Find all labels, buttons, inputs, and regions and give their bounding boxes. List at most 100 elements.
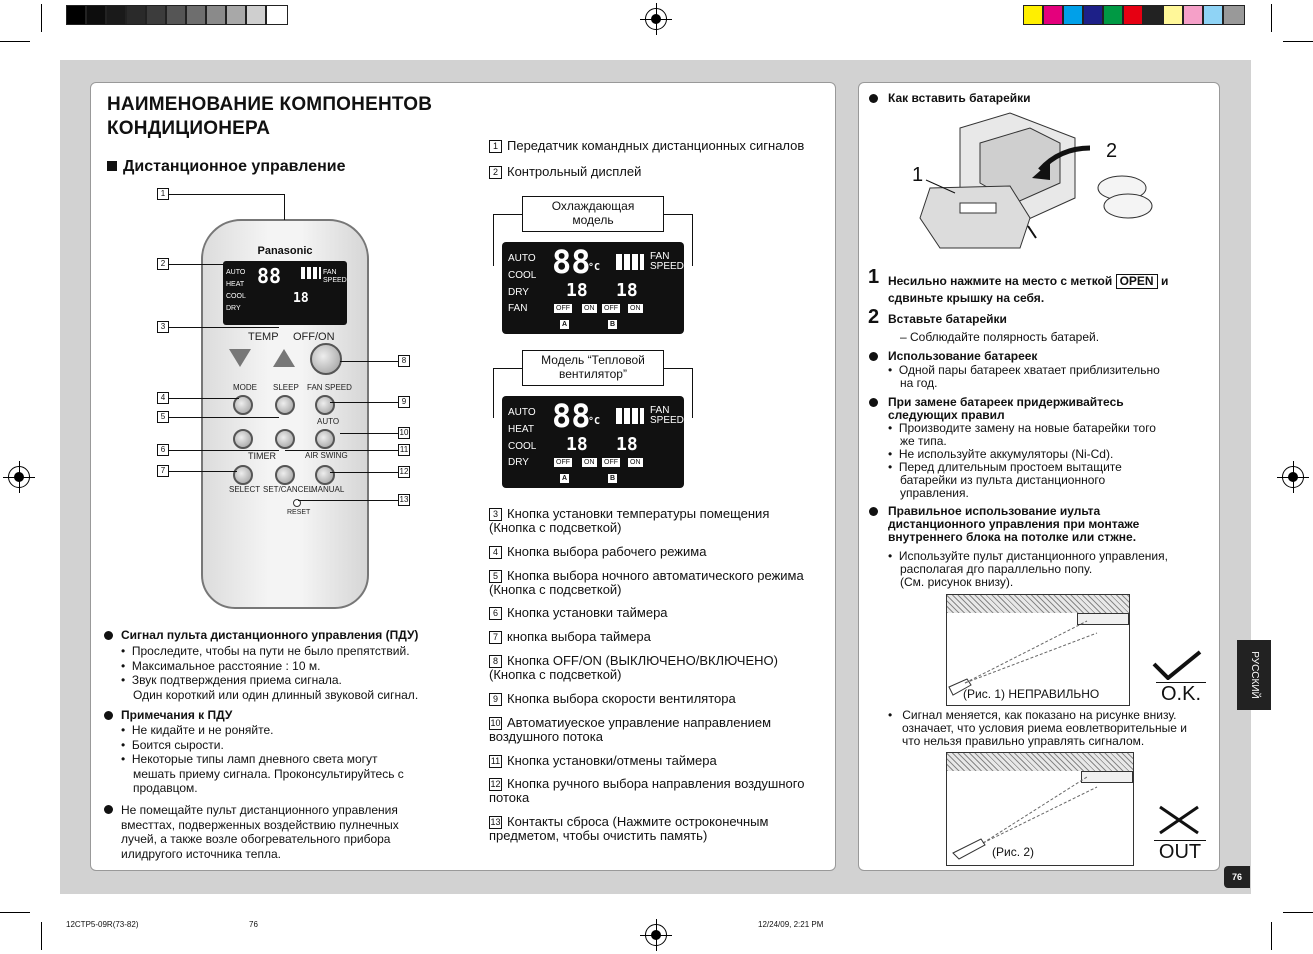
- reset-hole[interactable]: [293, 499, 301, 507]
- bullet-icon: [104, 805, 113, 814]
- bullet-icon: [869, 352, 878, 361]
- bracket-line: [493, 368, 522, 369]
- lcd-digits: 18: [616, 434, 638, 455]
- lcd-off-label: OFF: [554, 458, 572, 467]
- leader-line: [330, 402, 398, 403]
- sleep-label: SLEEP: [273, 383, 299, 392]
- bullet-icon: [869, 507, 878, 516]
- lcd-a-label: A: [560, 320, 570, 329]
- reset-label: RESET: [287, 509, 311, 516]
- lcd-mode-label: DRY: [226, 305, 241, 312]
- registration-mark: [640, 3, 672, 35]
- callout-3: 3: [157, 321, 169, 333]
- temp-up-button[interactable]: [273, 349, 295, 367]
- setcancel-button[interactable]: [275, 465, 295, 485]
- signal-item: Один короткий или один длинный звуковой …: [133, 687, 419, 702]
- callout-8: 8: [398, 355, 410, 367]
- lcd-mode-label: COOL: [226, 293, 246, 300]
- fanspeed-label: FAN SPEED: [307, 383, 352, 392]
- notes-item: • Не кидайте и не роняйте.: [121, 723, 274, 737]
- ceiling-hatch: [947, 753, 1133, 771]
- offon-button[interactable]: [310, 343, 342, 375]
- bracket-line: [664, 214, 692, 215]
- page-number-tab: 76: [1224, 866, 1250, 888]
- page-title-line: НАИМЕНОВАНИЕ КОМПОНЕНТОВ: [107, 94, 433, 115]
- lcd-mode-label: AUTO: [226, 269, 246, 276]
- lcd-digits: 18: [566, 434, 588, 455]
- figure-2: (Рис. 2): [946, 752, 1134, 866]
- lcd-digits: 18: [566, 280, 588, 301]
- registration-mark: [1277, 461, 1309, 493]
- manual-button[interactable]: [315, 465, 335, 485]
- leader-line: [169, 398, 239, 399]
- leader-line: [340, 433, 398, 434]
- leader-line: [169, 450, 279, 451]
- lcd-mode-label: DRY: [508, 457, 529, 468]
- page-title: НАИМЕНОВАНИЕ КОМПОНЕНТОВ КОНДИЦИОНЕРА: [107, 93, 432, 141]
- auto-button[interactable]: [315, 429, 335, 449]
- temp-label: TEMP: [248, 331, 279, 343]
- figure-label-2: 2: [1106, 140, 1118, 162]
- registration-mark: [640, 919, 672, 951]
- signal-item: • Максимальное расстояние : 10 м.: [121, 658, 321, 673]
- warning-text: Не помещайте пульт дистанционного управл…: [121, 803, 399, 861]
- notes-item: мешать приему сигнала. Проконсультируйте…: [133, 766, 404, 781]
- out-label: OUT: [1154, 840, 1206, 863]
- page-title-line: КОНДИЦИОНЕРА: [107, 118, 271, 139]
- crop-mark: [1271, 4, 1272, 32]
- ceiling-hatch: [947, 595, 1129, 613]
- lcd-a-label: A: [560, 474, 570, 483]
- lcd-temp-digits: 88: [257, 264, 282, 288]
- brand-logo: Panasonic: [257, 245, 313, 257]
- celsius-icon: °C: [588, 262, 601, 273]
- language-tab: РУССКИЙ: [1237, 640, 1271, 710]
- registration-mark: [3, 461, 35, 493]
- bullet-icon: [869, 398, 878, 407]
- fanspeed-button[interactable]: [315, 395, 335, 415]
- replace-list: • Производите замену на новые батарейки …: [888, 421, 1156, 500]
- select-button[interactable]: [233, 465, 253, 485]
- use-title: Использование батареек: [888, 349, 1038, 363]
- callout-10: 10: [398, 427, 410, 439]
- timer-a-button[interactable]: [233, 429, 253, 449]
- lcd-on-label: ON: [628, 458, 643, 467]
- crop-mark: [1283, 912, 1313, 913]
- lcd-on-label: ON: [582, 304, 597, 313]
- temp-down-button[interactable]: [229, 349, 251, 367]
- battery-illustration: [919, 112, 1153, 249]
- celsius-icon: °C: [588, 416, 601, 427]
- airswing-label: AIR SWING: [305, 451, 348, 460]
- figure-label-1: 1: [912, 164, 924, 186]
- bracket-line: [493, 214, 494, 266]
- fan-bars-icon: [616, 254, 644, 270]
- indoor-unit: [1077, 613, 1129, 625]
- leader-line: [169, 194, 284, 195]
- lcd-mode-label: COOL: [508, 270, 537, 281]
- callout-5: 5: [157, 411, 169, 423]
- callout-1: 1: [157, 188, 169, 200]
- step-1-number: 1: [868, 266, 880, 288]
- timer-label: TIMER: [248, 451, 276, 461]
- lcd-mode-label: HEAT: [508, 424, 534, 435]
- mode-button[interactable]: [233, 395, 253, 415]
- crop-mark: [41, 4, 42, 32]
- lcd-b-label: B: [608, 474, 618, 483]
- lcd-temp-digits: 88: [552, 397, 591, 435]
- leader-line: [169, 327, 279, 328]
- section-title: Дистанционное управление: [107, 158, 346, 176]
- footer-date: 12/24/09, 2:21 PM: [758, 920, 824, 929]
- bracket-line: [692, 214, 693, 266]
- timer-b-button[interactable]: [275, 429, 295, 449]
- leader-line: [169, 417, 279, 418]
- bullet-icon: [104, 711, 113, 720]
- notes-item: • Некоторые типы ламп дневного света мог…: [121, 752, 378, 766]
- sleep-button[interactable]: [275, 395, 295, 415]
